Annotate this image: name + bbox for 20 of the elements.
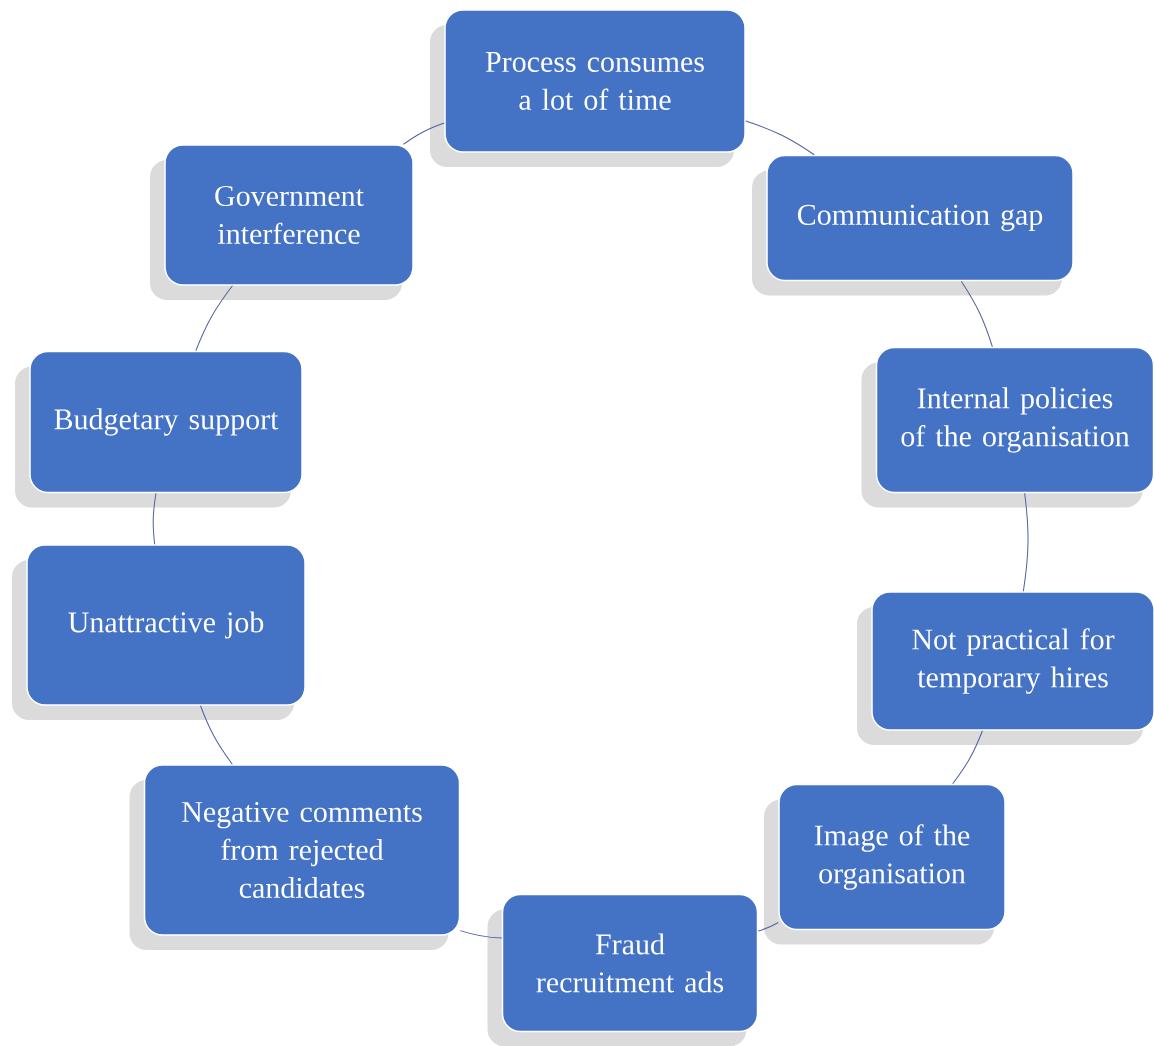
process-box: Image of the organisation [762, 783, 1006, 947]
process-box: Fraud recruitment ads [485, 893, 759, 1046]
connector-line [152, 492, 157, 545]
connector-line [459, 930, 503, 939]
connector-line [200, 705, 233, 765]
process-box: Budgetary support [13, 350, 303, 510]
connector-line [757, 922, 779, 932]
connector-line [745, 120, 815, 156]
process-box: Negative comments from rejected candidates [127, 764, 461, 952]
process-box: Communication gap [750, 154, 1074, 298]
connector-line [960, 280, 993, 348]
process-box: Not practical for temporary hires [855, 591, 1154, 747]
process-box: Process consumes a lot of time [428, 9, 746, 169]
connector-line [195, 285, 233, 352]
process-box: Government interference [148, 144, 414, 302]
connector-line [1022, 492, 1029, 592]
process-box: Internal policies of the organisation [859, 346, 1154, 510]
connector-line [952, 730, 983, 785]
process-box: Unattractive job [10, 544, 306, 722]
connector-line [403, 122, 445, 145]
